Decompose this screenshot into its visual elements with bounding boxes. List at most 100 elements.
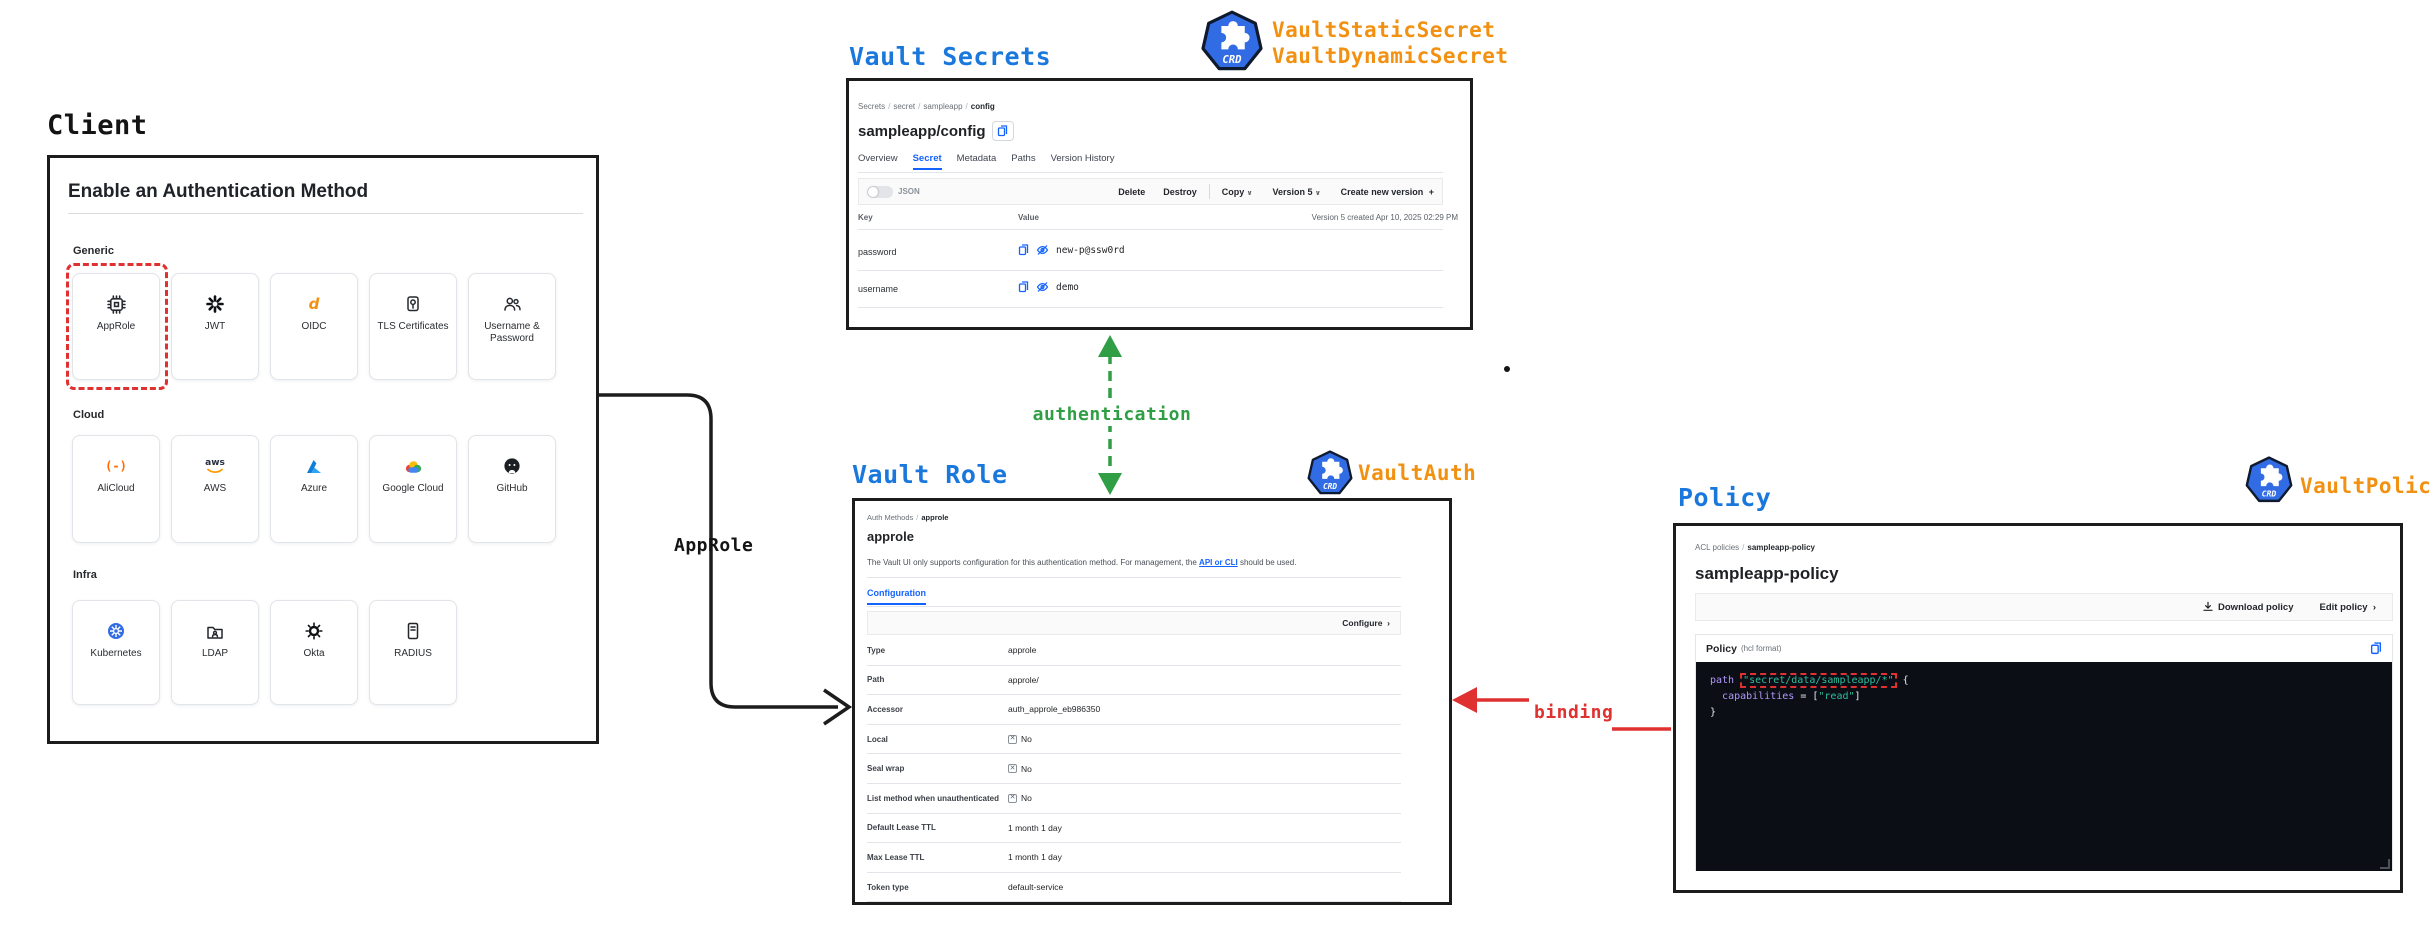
policy-toolbar: Download policy Edit policy › (1695, 593, 2393, 621)
false-checkbox-icon: ✕ (1008, 764, 1017, 774)
breadcrumb-item[interactable]: sampleapp (923, 102, 963, 111)
policy-code-editor[interactable]: path "secret/data/sampleapp/*" { capabil… (1696, 662, 2392, 871)
code-line: capabilities = ["read"] (1722, 691, 1861, 702)
chip-icon (106, 294, 126, 314)
auth-card-kubernetes[interactable]: Kubernetes (72, 600, 160, 705)
tab-metadata[interactable]: Metadata (956, 153, 997, 164)
secret-path-title: sampleapp/config (858, 122, 986, 140)
auth-card-label: RADIUS (394, 648, 432, 659)
breadcrumb[interactable]: ACL policies/sampleapp-policy (1695, 543, 1815, 552)
secret-row-key: password (858, 247, 897, 257)
json-toggle-label: JSON (898, 187, 920, 196)
auth-card-label: OIDC (301, 321, 327, 332)
auth-card-label: TLS Certificates (377, 321, 449, 332)
download-icon (2203, 601, 2213, 611)
copy-value-icon[interactable] (1018, 244, 1029, 256)
auth-card-jwt[interactable]: JWT (171, 273, 259, 380)
breadcrumb-separator: / (916, 513, 919, 522)
chevron-down-icon: ∨ (1246, 189, 1253, 197)
breadcrumb-item[interactable]: secret (893, 102, 916, 111)
row-divider (858, 270, 1443, 271)
breadcrumb-item[interactable]: Auth Methods (867, 513, 914, 522)
auth-card-alicloud[interactable]: (-) AliCloud (72, 435, 160, 543)
breadcrumb[interactable]: Auth Methods/approle (867, 513, 948, 522)
policy-panel: ACL policies/sampleapp-policy sampleapp-… (1673, 523, 2403, 893)
breadcrumb-separator: / (918, 102, 921, 111)
api-or-cli-link[interactable]: API or CLI (1199, 558, 1238, 567)
destroy-button[interactable]: Destroy (1163, 186, 1197, 197)
tab-secret[interactable]: Secret (912, 153, 942, 170)
auth-card-tls[interactable]: TLS Certificates (369, 273, 457, 380)
description-divider (867, 577, 1401, 578)
auth-card-gcloud[interactable]: Google Cloud (369, 435, 457, 543)
delete-button[interactable]: Delete (1118, 186, 1146, 197)
auth-card-radius[interactable]: RADIUS (369, 600, 457, 705)
auth-card-oidc[interactable]: d OIDC (270, 273, 358, 380)
burst-icon (206, 294, 224, 314)
vault-secrets-panel: Secrets/secret/sampleapp/config sampleap… (846, 78, 1473, 330)
folder-user-icon (206, 621, 224, 641)
alicloud-icon: (-) (105, 459, 127, 473)
authentication-arrow-label: authentication (1027, 403, 1197, 426)
copy-path-button[interactable] (991, 121, 1014, 141)
auth-card-aws[interactable]: aws AWS (171, 435, 259, 543)
false-checkbox-icon: ✕ (1008, 734, 1017, 744)
breadcrumb-item[interactable]: ACL policies (1695, 543, 1740, 552)
auth-card-ldap[interactable]: LDAP (171, 600, 259, 705)
tab-divider (867, 606, 1401, 607)
section-label-cloud: Cloud (73, 409, 105, 421)
azure-icon (305, 456, 323, 476)
auth-card-okta[interactable]: Okta (270, 600, 358, 705)
crd-auth-icon: CRD (1307, 450, 1353, 495)
breadcrumb-item[interactable]: Secrets (858, 102, 886, 111)
auth-card-azure[interactable]: Azure (270, 435, 358, 543)
policy-title: Policy (1678, 483, 1772, 512)
eye-off-icon[interactable] (1036, 281, 1049, 293)
copy-value-icon[interactable] (1018, 281, 1029, 293)
breadcrumb-separator: / (965, 102, 968, 111)
tab-overview[interactable]: Overview (858, 153, 898, 164)
create-new-version-button[interactable]: Create new version + (1340, 186, 1434, 197)
policy-section-title: Policy (1706, 642, 1737, 655)
approle-arrowhead (823, 688, 853, 726)
version-dropdown[interactable]: Version 5 ∨ (1272, 186, 1321, 197)
breadcrumb[interactable]: Secrets/secret/sampleapp/config (858, 102, 995, 111)
copy-dropdown[interactable]: Copy ∨ (1221, 186, 1253, 197)
aws-icon: aws (205, 456, 225, 476)
tab-configuration[interactable]: Configuration (867, 588, 926, 605)
tabs-divider (858, 172, 1443, 173)
auth-method-heading: Enable an Authentication Method (68, 181, 369, 202)
resize-handle[interactable] (2380, 859, 2390, 869)
tab-paths[interactable]: Paths (1011, 153, 1036, 164)
download-policy-button[interactable]: Download policy (2202, 601, 2294, 613)
binding-arrowhead (1452, 687, 1477, 713)
auth-card-approle[interactable]: AppRole (72, 273, 160, 380)
section-label-infra: Infra (73, 569, 97, 581)
eye-off-icon[interactable] (1036, 244, 1049, 256)
value-column-header: Value (1018, 213, 1039, 222)
policy-path-highlight: "secret/data/sampleapp/*" (1740, 673, 1897, 688)
secret-row-actions: demo (1018, 281, 1079, 293)
crd-label-static-secret: VaultStaticSecret (1272, 18, 1496, 42)
approle-highlight (66, 263, 168, 390)
configure-bar: Configure › (867, 611, 1401, 635)
heading-divider (68, 213, 583, 214)
edit-policy-button[interactable]: Edit policy › (2319, 601, 2377, 613)
detail-row: Seal wrap✕No (867, 754, 1401, 784)
code-line: } (1710, 707, 1717, 718)
crd-secrets-icon: CRD (1201, 10, 1263, 71)
auth-card-label: LDAP (201, 648, 229, 659)
copy-policy-icon[interactable] (2370, 642, 2382, 655)
json-toggle[interactable] (867, 185, 893, 198)
secret-row-value: new-p@ssw0rd (1056, 244, 1125, 256)
configure-link[interactable]: Configure › (1342, 618, 1390, 628)
auth-card-userpass[interactable]: Username & Password (468, 273, 556, 380)
chevron-down-icon: ∨ (1314, 189, 1321, 197)
auth-card-github[interactable]: GitHub (468, 435, 556, 543)
tab-version-history[interactable]: Version History (1050, 153, 1115, 164)
policy-name-title: sampleapp-policy (1695, 564, 1839, 583)
